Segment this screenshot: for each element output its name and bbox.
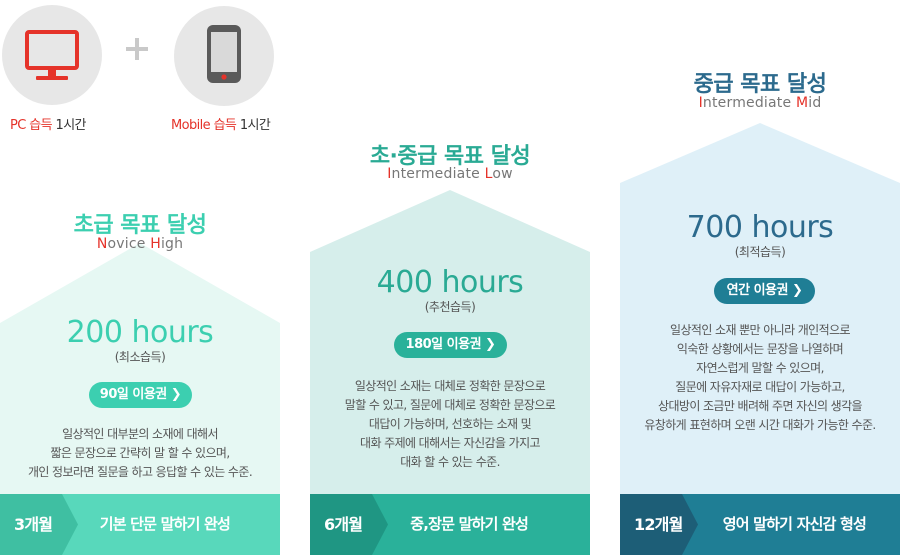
- description-line: 개인 정보라면 질문을 하고 응답할 수 있는 수준.: [27, 465, 253, 479]
- description-line: 말할 수 있고, 질문에 대체로 정확한 문장으로: [344, 398, 556, 412]
- level-column-intermediate-low: 초·중급 목표 달성 Intermediate Low 400 hours (추…: [310, 0, 590, 555]
- level-column-intermediate-mid: 중급 목표 달성 Intermediate Mid 700 hours (최적습…: [620, 0, 900, 555]
- goal-label: 영어 말하기 자신감 형성: [722, 515, 867, 533]
- period-label: 6개월: [324, 515, 363, 534]
- monitor-icon: [25, 30, 79, 80]
- description-line: 대답이 가능하며, 선호하는 소재 및: [368, 417, 532, 431]
- description-line: 익숙한 상황에서는 문장을 나열하며: [676, 342, 844, 356]
- description-line: 자연스럽게 말할 수 있으며,: [696, 361, 824, 375]
- footer-background: [310, 494, 590, 555]
- level-description: 일상적인 소재는 대체로 정확한 문장으로 말할 수 있고, 질문에 대체로 정…: [310, 377, 590, 472]
- description-line: 일상적인 소재 뿐만 아니라 개인적으로: [670, 323, 851, 337]
- hours-note: (최적습득): [734, 245, 786, 259]
- pc-label-main: PC 습득: [10, 118, 53, 133]
- level-footer: 6개월 중,장문 말하기 완성: [310, 494, 590, 555]
- pass-90-days-button[interactable]: 90일 이용권 ❯: [89, 382, 192, 408]
- mobile-label-time: 1시간: [236, 118, 271, 133]
- level-description: 일상적인 대부분의 소재에 대해서 짧은 문장으로 간략히 말 할 수 있으며,…: [0, 425, 280, 482]
- level-house-shape: [310, 190, 590, 555]
- hours-note: (추천습득): [424, 300, 476, 314]
- period-label: 3개월: [14, 515, 53, 534]
- period-label: 12개월: [634, 515, 683, 534]
- description-line: 상대방이 조금만 배려해 주면 자신의 생각을: [658, 399, 863, 413]
- pc-device-circle: [2, 5, 102, 105]
- hours-value: 400 hours: [376, 265, 524, 300]
- pc-label-time: 1시간: [51, 118, 87, 133]
- level-subtitle: Novice High: [96, 236, 184, 252]
- level-description: 일상적인 소재 뿐만 아니라 개인적으로 익숙한 상황에서는 문장을 나열하며 …: [620, 321, 900, 435]
- hours-note: (최소습득): [114, 350, 166, 364]
- footer-background: [620, 494, 900, 555]
- description-line: 대화 할 수 있는 수준.: [400, 455, 500, 469]
- goal-label: 중,장문 말하기 완성: [410, 515, 529, 533]
- goal-label: 기본 단문 말하기 완성: [99, 515, 231, 533]
- description-line: 대화 주제에 대해서는 자신감을 가지고: [360, 436, 541, 450]
- level-footer: 12개월 영어 말하기 자신감 형성: [620, 494, 900, 555]
- pass-180-days-button[interactable]: 180일 이용권 ❯: [394, 332, 507, 358]
- plus-icon: [126, 38, 148, 60]
- hours-value: 200 hours: [66, 315, 214, 350]
- level-column-novice-high: 초급 목표 달성 Novice High 200 hours (최소습득) 90…: [0, 0, 280, 555]
- mobile-label-main: Mobile 습득: [171, 118, 237, 133]
- level-title: 초급 목표 달성: [73, 213, 207, 238]
- mobile-device-circle: [174, 6, 274, 106]
- pc-study-label: PC 습득 1시간: [10, 114, 87, 133]
- footer-background: [0, 494, 280, 555]
- level-subtitle: Intermediate Mid: [698, 95, 822, 111]
- level-footer: 3개월 기본 단문 말하기 완성: [0, 494, 280, 555]
- description-line: 유창하게 표현하며 오랜 시간 대화가 가능한 수준.: [644, 418, 876, 432]
- pass-annual-button[interactable]: 연간 이용권 ❯: [714, 278, 815, 304]
- description-line: 짧은 문장으로 간략히 말 할 수 있으며,: [50, 446, 230, 460]
- mobile-study-label: Mobile 습득 1시간: [171, 114, 271, 133]
- description-line: 일상적인 대부분의 소재에 대해서: [62, 427, 218, 441]
- level-house-shape: [620, 123, 900, 555]
- description-line: 질문에 자유자재로 대답이 가능하고,: [675, 380, 845, 394]
- level-subtitle: Intermediate Low: [387, 166, 513, 182]
- hours-value: 700 hours: [686, 210, 834, 245]
- level-title: 초·중급 목표 달성: [369, 144, 531, 169]
- smartphone-icon: [207, 25, 241, 83]
- level-title: 중급 목표 달성: [693, 72, 827, 97]
- description-line: 일상적인 소재는 대체로 정확한 문장으로: [354, 379, 546, 393]
